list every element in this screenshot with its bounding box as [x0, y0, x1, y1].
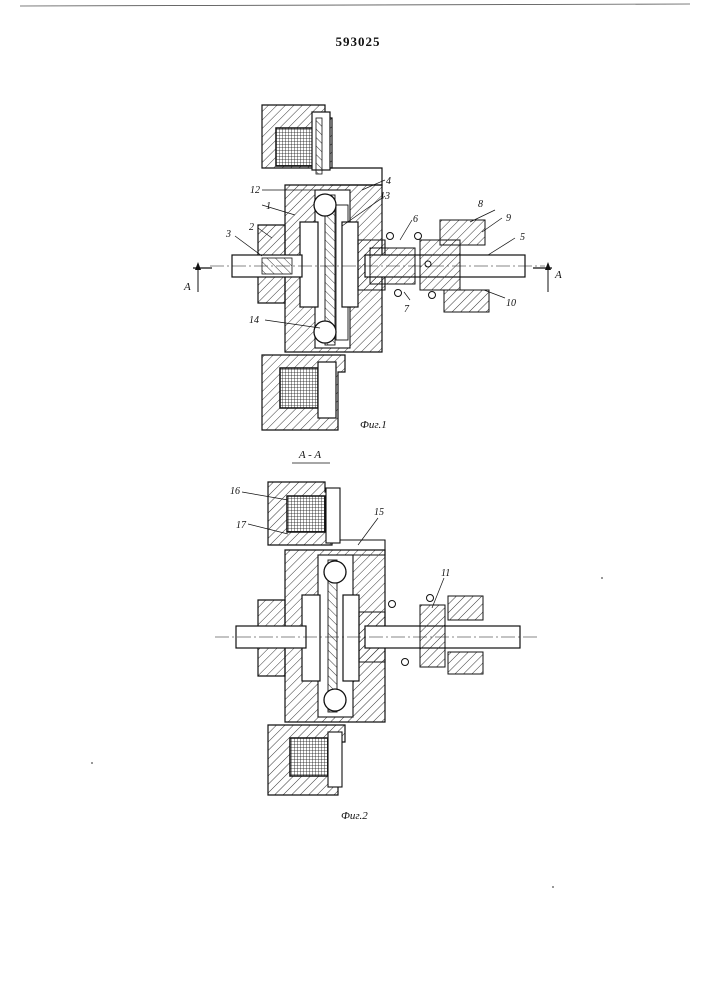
label-2: 2 [249, 222, 254, 233]
sheet-top-edge [19, 3, 691, 7]
magnet-coil-icon [275, 127, 317, 167]
ball-bearing-icon [323, 560, 347, 584]
section-marker-left: A [183, 281, 191, 293]
label-15: 15 [374, 507, 384, 518]
leader-lines-fig2 [241, 491, 445, 609]
section-arrow-left: A [183, 262, 212, 293]
lower-housing-fig2 [267, 724, 346, 796]
leader-lines-fig1 [234, 179, 516, 329]
label-10: 10 [506, 298, 516, 309]
label-4: 4 [386, 176, 391, 187]
document-number: 593025 [336, 34, 381, 49]
upper-magnet-housing [261, 104, 383, 186]
magnet-coil-icon [289, 737, 329, 777]
label-7: 7 [404, 304, 410, 315]
label-13: 13 [380, 191, 390, 202]
upper-housing-fig2 [267, 481, 386, 556]
label-5: 5 [520, 232, 525, 243]
figure-2: A - A [215, 449, 540, 822]
section-marker-right: A [554, 269, 562, 281]
lower-magnet-housing [261, 354, 346, 431]
section-arrow-icon [545, 262, 551, 270]
figure-1-caption: Фиг.1 [360, 419, 387, 431]
section-title: A - A [298, 449, 321, 461]
section-arrow-right: A [533, 262, 562, 292]
ball-bearing-icon [323, 688, 347, 712]
label-14: 14 [249, 315, 259, 326]
label-3: 3 [225, 229, 231, 240]
magnet-coil-icon [279, 367, 319, 409]
label-1: 1 [266, 201, 271, 212]
label-17: 17 [236, 520, 247, 531]
label-8: 8 [478, 199, 483, 210]
figure-2-caption: Фиг.2 [341, 810, 368, 822]
clutch-hub-fig2 [257, 549, 386, 723]
magnet-coil-icon [286, 495, 326, 533]
label-12: 12 [250, 185, 260, 196]
ball-bearing-icon [313, 320, 337, 344]
label-11: 11 [441, 568, 450, 579]
section-arrow-icon [195, 262, 201, 270]
label-9: 9 [506, 213, 511, 224]
shaft-assembly-fig2 [215, 595, 540, 675]
shaft-assembly [210, 219, 545, 313]
label-16: 16 [230, 486, 240, 497]
figure-1: A A 1 2 3 4 5 6 7 [183, 104, 562, 431]
label-6: 6 [413, 214, 418, 225]
clutch-hub [257, 184, 386, 353]
ball-bearing-icon [313, 193, 337, 217]
